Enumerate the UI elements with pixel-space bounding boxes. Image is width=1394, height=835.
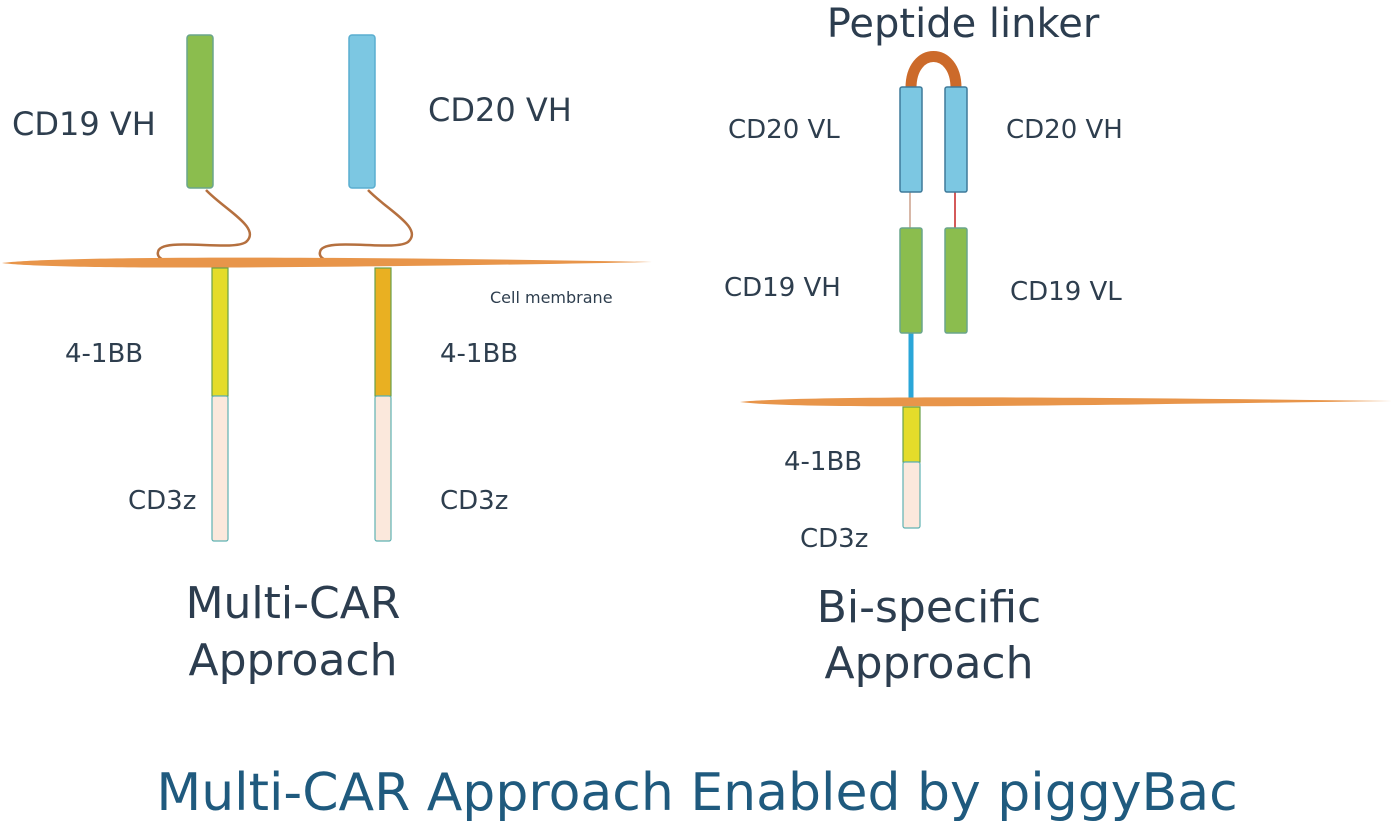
car1-cd3z-domain bbox=[211, 395, 229, 542]
car1-signal-label: CD3z bbox=[128, 486, 196, 516]
cd20-vl-label: CD20 VL bbox=[728, 115, 840, 145]
cd20-vh-domain bbox=[944, 86, 968, 193]
car1-cd19-vh-domain bbox=[186, 34, 214, 189]
bispecific-caption-line2: Approach bbox=[824, 638, 1033, 689]
car2-costim-label: 4-1BB bbox=[440, 339, 518, 369]
car1-costim-label: 4-1BB bbox=[65, 339, 143, 369]
bispecific-costim-label: 4-1BB bbox=[784, 447, 862, 477]
multi-car-caption-line2: Approach bbox=[188, 635, 397, 686]
cd19-vh-label: CD19 VH bbox=[724, 273, 841, 303]
car2-signal-label: CD3z bbox=[440, 486, 508, 516]
cell-membrane-label: Cell membrane bbox=[490, 288, 613, 307]
cd20-vh-label: CD20 VH bbox=[1006, 115, 1123, 145]
car2-cd3z-domain bbox=[374, 395, 392, 542]
cd19-vl-label: CD19 VL bbox=[1010, 277, 1122, 307]
bispecific-41bb-domain bbox=[902, 406, 921, 463]
cd19-vh-domain bbox=[899, 227, 923, 334]
peptide-linker-label: Peptide linker bbox=[827, 1, 1100, 47]
cd20-vl-domain bbox=[899, 86, 923, 193]
bispecific-signal-label: CD3z bbox=[800, 524, 868, 554]
car1-hinge bbox=[156, 189, 252, 265]
multi-car-caption-line1: Multi-CAR bbox=[186, 578, 401, 629]
car2-hinge bbox=[318, 189, 414, 265]
cell-membrane-right bbox=[740, 397, 1392, 407]
cell-membrane-left bbox=[2, 257, 652, 268]
car2-domain-label: CD20 VH bbox=[428, 91, 572, 129]
car2-41bb-domain bbox=[374, 267, 392, 397]
car1-41bb-domain bbox=[211, 267, 229, 397]
car1-domain-label: CD19 VH bbox=[12, 105, 156, 143]
peptide-linker bbox=[905, 51, 962, 89]
bispecific-caption-line1: Bi-specific bbox=[817, 582, 1042, 633]
car2-cd20-vh-domain bbox=[348, 34, 376, 189]
bispecific-cd3z-domain bbox=[902, 461, 921, 529]
cd19-vl-domain bbox=[944, 227, 968, 334]
main-title: Multi-CAR Approach Enabled by piggyBac bbox=[156, 763, 1237, 823]
